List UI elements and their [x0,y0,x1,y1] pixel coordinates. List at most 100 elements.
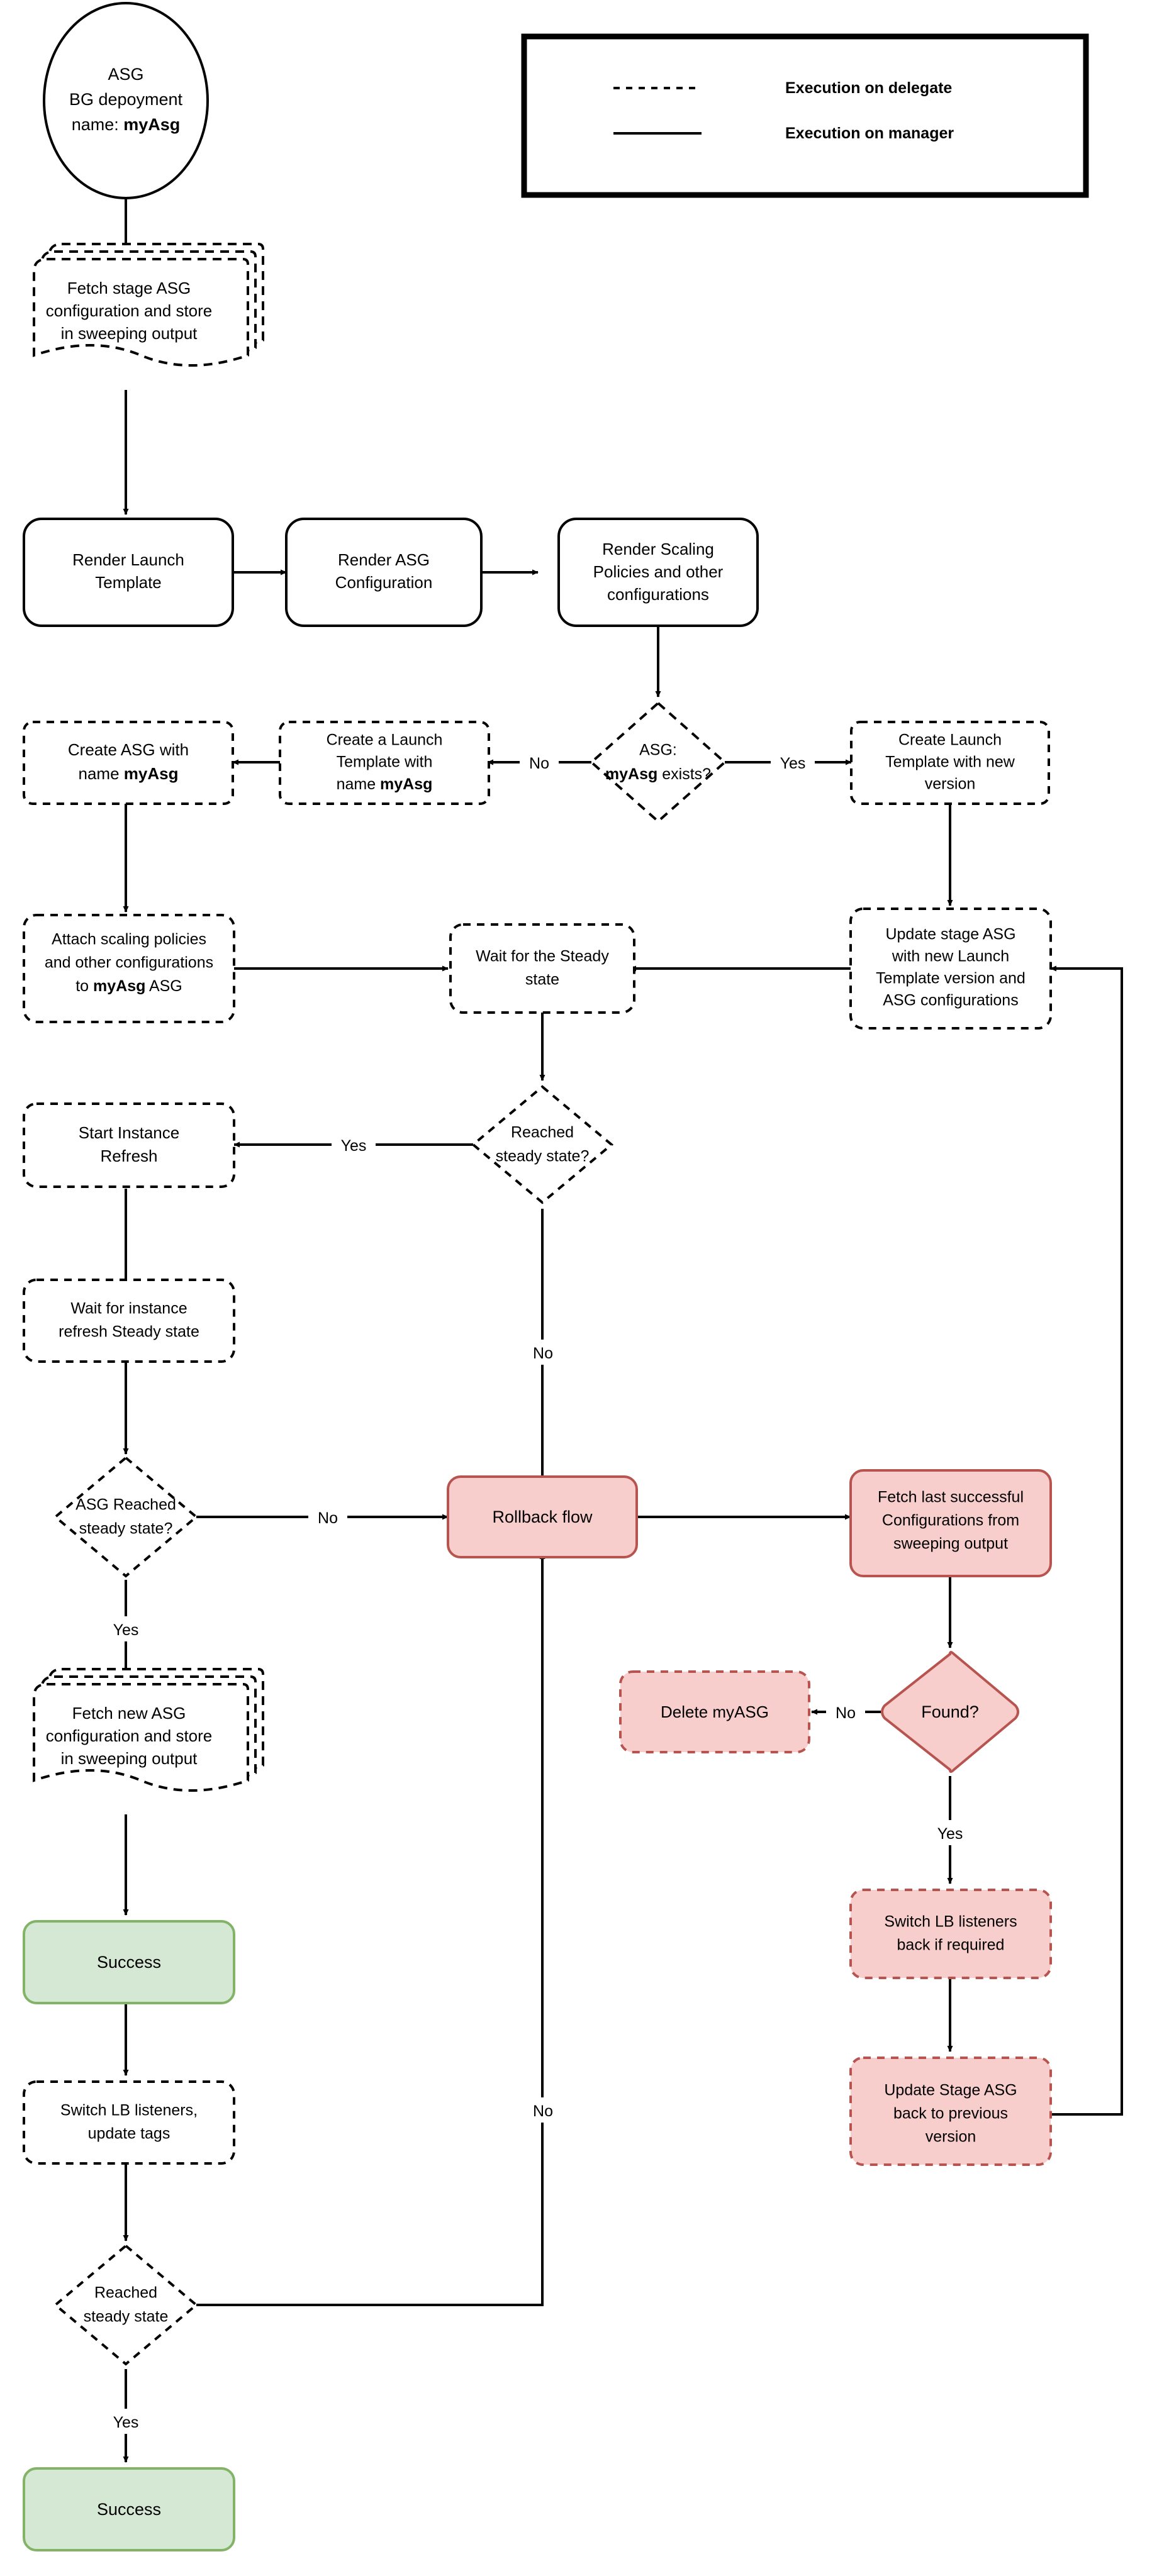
node-switch-lb-update-tags[interactable]: Switch LB listeners, update tags [23,2080,235,2165]
switch-lb-back-line1: Switch LB listeners [884,1913,1017,1931]
reached1-line2: steady state? [496,1148,590,1165]
edge-label-no-asg-exists: No [529,755,549,772]
update-stage-line4: ASG configurations [883,992,1018,1009]
render-asg-line2: Configuration [335,573,433,592]
delete-myasg-line1: Delete myASG [661,1702,769,1721]
create-asg-line2: name myAsg [79,764,179,783]
asg-reached-line2: steady state? [79,1520,173,1538]
asg-exists-line1: ASG: [639,741,677,759]
create-lt-new-line2: Template with new [885,753,1015,771]
node-wait-for-steady-state[interactable]: Wait for the Steady state [449,923,635,1014]
success2-line1: Success [97,2500,161,2519]
node-fetch-new-asg[interactable]: Fetch new ASG configuration and store in… [33,1668,264,1792]
node-fetch-stage-asg[interactable]: Fetch stage ASG configuration and store … [33,243,264,367]
reached-final-line1: Reached [94,2284,157,2302]
edges-layer [123,195,1123,2463]
asg-reached-line1: ASG Reached [75,1496,176,1514]
node-wait-instance-refresh[interactable]: Wait for instance refresh Steady state [23,1279,235,1363]
node-decision-asg-exists[interactable]: ASG: myAsg exists? [589,701,727,823]
node-update-stage-back[interactable]: Update Stage ASG back to previous versio… [849,2057,1052,2166]
fetch-stage-line1: Fetch stage ASG [67,279,191,297]
create-lt-new-line1: Create Launch [898,731,1002,749]
node-delete-myasg[interactable]: Delete myASG [619,1670,810,1753]
node-create-asg[interactable]: Create ASG with name myAsg [23,721,234,805]
edge-label-yes-asg-reached: Yes [113,1621,139,1639]
fetch-last-line3: sweeping output [893,1535,1008,1553]
node-render-asg-configuration[interactable]: Render ASG Configuration [285,518,483,627]
node-update-stage-asg[interactable]: Update stage ASG with new Launch Templat… [849,908,1052,1030]
wait-steady-line1: Wait for the Steady [476,948,609,965]
node-render-scaling-policies[interactable]: Render Scaling Policies and other config… [557,518,759,627]
start-line1: ASG [108,65,143,84]
wait-refresh-line2: refresh Steady state [59,1323,199,1341]
node-create-launch-template-new-version[interactable]: Create Launch Template with new version [850,721,1050,805]
node-success-1[interactable]: Success [23,1920,235,2004]
node-decision-found[interactable]: Found? [881,1651,1019,1773]
edge-label-yes-found: Yes [937,1825,963,1843]
update-stage-line2: with new Launch [892,948,1009,965]
wait-refresh-line1: Wait for instance [70,1300,187,1318]
node-attach-scaling-policies[interactable]: Attach scaling policies and other config… [23,914,235,1023]
fetch-new-line3: in sweeping output [61,1749,198,1768]
render-lt-line1: Render Launch [72,550,184,569]
edge-label-no-final-steady: No [533,2102,553,2120]
fetch-new-line2: configuration and store [46,1726,213,1745]
legend-box: Execution on delegate Execution on manag… [521,33,1089,198]
legend-label-delegate: Execution on delegate [785,79,952,97]
fetch-last-line1: Fetch last successful [878,1489,1024,1506]
fetch-last-line2: Configurations from [882,1512,1019,1530]
create-lt-line3: name myAsg [337,775,433,793]
reached-final-line2: steady state [84,2308,169,2326]
node-rollback-flow[interactable]: Rollback flow [447,1475,638,1558]
found-line1: Found? [921,1702,979,1721]
fetch-stage-line3: in sweeping output [61,324,198,343]
create-lt-line1: Create a Launch [327,731,443,749]
asg-exists-line2: myAsg exists? [605,765,711,783]
node-success-2[interactable]: Success [23,2467,235,2551]
node-decision-reached-steady-state-1[interactable]: Reached steady state? [471,1085,614,1204]
start-refresh-line1: Start Instance [79,1123,179,1142]
render-scaling-line1: Render Scaling [602,540,714,558]
reached1-line1: Reached [511,1124,574,1141]
node-decision-reached-steady-final[interactable]: Reached steady state [53,2244,199,2366]
edge-label-yes-final-steady: Yes [113,2414,139,2431]
legend-label-manager: Execution on manager [785,125,954,142]
update-stage-line1: Update stage ASG [885,926,1015,943]
edge-label-no-found: No [836,1704,856,1722]
switch-lb-tags-line2: update tags [88,2125,171,2143]
node-create-launch-template[interactable]: Create a Launch Template with name myAsg [279,721,490,805]
render-lt-line2: Template [95,573,162,592]
edge-reachedfinal-no [196,1553,545,2306]
rollback-line1: Rollback flow [492,1507,593,1526]
fetch-stage-line2: configuration and store [46,301,213,320]
start-line2: BG depoyment [69,90,183,109]
render-scaling-line3: configurations [607,585,709,604]
edge-label-yes-asg-exists: Yes [780,755,806,772]
attach-line3: to myAsg ASG [75,977,182,995]
node-render-launch-template[interactable]: Render Launch Template [23,518,234,627]
edge-updateback-loop-to-updatestage [1050,965,1123,2116]
node-start[interactable]: ASG BG depoyment name: myAsg [43,2,209,199]
start-line3: name: myAsg [72,115,181,134]
fetch-new-line1: Fetch new ASG [72,1704,186,1723]
update-back-line1: Update Stage ASG [884,2082,1017,2099]
start-refresh-line2: Refresh [100,1146,157,1165]
node-fetch-last-successful[interactable]: Fetch last successful Configurations fro… [849,1469,1052,1577]
node-switch-lb-back[interactable]: Switch LB listeners back if required [849,1889,1052,1979]
success1-line1: Success [97,1953,161,1972]
update-back-line2: back to previous [893,2105,1008,2123]
edge-labels-layer: No Yes Yes No No Yes No Yes No Yes [104,750,972,2434]
edge-label-yes-reached1: Yes [341,1137,367,1155]
wait-steady-line2: state [525,971,559,989]
node-decision-asg-reached-steady-state[interactable]: ASG Reached steady state? [53,1456,199,1578]
attach-line1: Attach scaling policies [52,931,206,948]
edge-label-no-asg-reached: No [318,1509,338,1527]
render-asg-line1: Render ASG [338,550,430,569]
create-lt-line2: Template with [337,753,433,771]
node-start-instance-refresh[interactable]: Start Instance Refresh [23,1102,235,1188]
switch-lb-tags-line1: Switch LB listeners, [60,2102,198,2119]
edge-label-no-reached1: No [533,1345,553,1362]
create-lt-new-line3: version [925,775,976,793]
